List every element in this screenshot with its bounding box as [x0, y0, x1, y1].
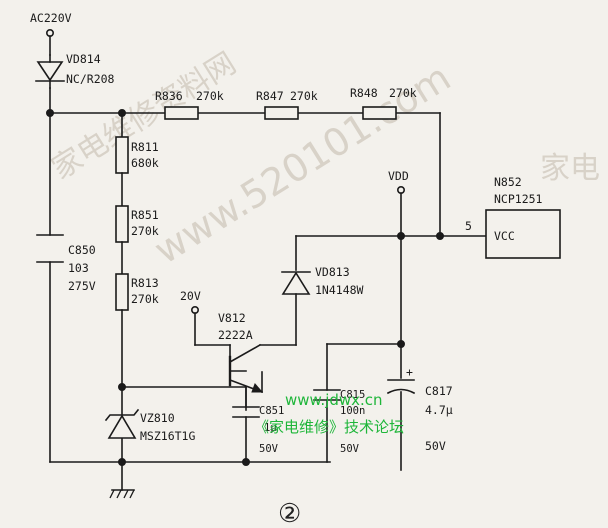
- n852-pin-number: 5: [465, 219, 472, 233]
- vz810-ref: VZ810: [140, 411, 175, 425]
- top-resistor-chain: R836 270k R847 270k R848 270k: [46, 86, 441, 237]
- ac-supply-terminal: AC220V: [30, 11, 72, 37]
- capacitor-c815: C815 100n 50V: [313, 389, 365, 463]
- r847-value: 270k: [290, 89, 318, 103]
- diode-vd814-body: [36, 61, 64, 82]
- c850-ref: C850: [68, 243, 96, 257]
- ic-n852-body: [485, 209, 561, 259]
- watermark-forum: 《家电维修》技术论坛: [254, 418, 404, 436]
- resistor-r848-body: [362, 106, 397, 120]
- transistor-v812: V812 2222A: [118, 311, 297, 411]
- c850-value: 103: [68, 261, 89, 275]
- c817-ref: C817: [425, 384, 453, 398]
- c815-value: 100n: [340, 405, 365, 417]
- watermark-site-c: www.jdwx.cn: [285, 391, 383, 409]
- n852-pin-name: VCC: [494, 229, 515, 243]
- diode-vd813-body: [281, 271, 311, 295]
- r851-value: 270k: [131, 224, 159, 238]
- n852-ref: N852: [494, 175, 522, 189]
- c850-rating: 275V: [68, 279, 96, 293]
- v812-value: 2222A: [218, 328, 253, 342]
- resistor-r811-body: [115, 136, 129, 174]
- c851-value: 1μ: [264, 422, 277, 434]
- ic-n852: N852 NCP1251 5 VCC: [465, 175, 561, 259]
- vd814-ref: VD814: [66, 52, 101, 66]
- c851-ref: C851: [259, 405, 284, 417]
- ground-symbol: [109, 458, 250, 499]
- c815-rating: 50V: [340, 443, 360, 455]
- vd814-value: NC/R208: [66, 72, 115, 86]
- vdd-net: VDD: [295, 169, 487, 471]
- r848-value: 270k: [389, 86, 417, 100]
- c815-ref: C815: [340, 389, 365, 401]
- vz810-value: MSZ16T1G: [140, 429, 195, 443]
- c817-polarity-mark: +: [406, 365, 413, 379]
- capacitor-c817: + C817 4.7μ 50V: [386, 365, 453, 453]
- green-watermark: www.jdwx.cn 《家电维修》技术论坛: [254, 391, 404, 436]
- r848-ref: R848: [350, 86, 378, 100]
- c851-rating: 50V: [259, 443, 279, 455]
- watermark-corner: 家电: [540, 151, 600, 186]
- supply-label: AC220V: [30, 11, 72, 25]
- figure-number: ②: [278, 499, 301, 528]
- capacitor-c851: C851 1μ 50V: [232, 386, 284, 463]
- zener-vz810: VZ810 MSZ16T1G: [104, 408, 195, 443]
- capacitor-c850: C850 103 275V: [36, 234, 96, 293]
- resistor-r813-body: [115, 273, 129, 311]
- diode-vd813: VD813 1N4148W: [281, 235, 364, 346]
- n852-value: NCP1251: [494, 192, 543, 206]
- bias-20v-input: 20V: [180, 289, 231, 358]
- resistor-r851-body: [115, 205, 129, 243]
- r836-ref: R836: [155, 89, 183, 103]
- vd813-ref: VD813: [315, 265, 350, 279]
- c817-rating: 50V: [425, 439, 446, 453]
- c817-value: 4.7μ: [425, 403, 453, 417]
- vd813-value: 1N4148W: [315, 283, 364, 297]
- resistor-r847-body: [264, 106, 299, 120]
- resistor-r836-body: [164, 106, 199, 120]
- vdd-label: VDD: [388, 169, 409, 183]
- r813-ref: R813: [131, 276, 159, 290]
- r811-value: 680k: [131, 156, 159, 170]
- r813-value: 270k: [131, 292, 159, 306]
- zener-vz810-body: [107, 414, 137, 439]
- diode-vd814: VD814 NC/R208: [35, 52, 115, 89]
- r847-ref: R847: [256, 89, 284, 103]
- v812-ref: V812: [218, 311, 246, 325]
- r836-value: 270k: [196, 89, 224, 103]
- r851-ref: R851: [131, 208, 159, 222]
- bias-label: 20V: [180, 289, 201, 303]
- vertical-resistor-chain: R811 680k R851 270k R813 270k: [115, 112, 159, 491]
- r811-ref: R811: [131, 140, 159, 154]
